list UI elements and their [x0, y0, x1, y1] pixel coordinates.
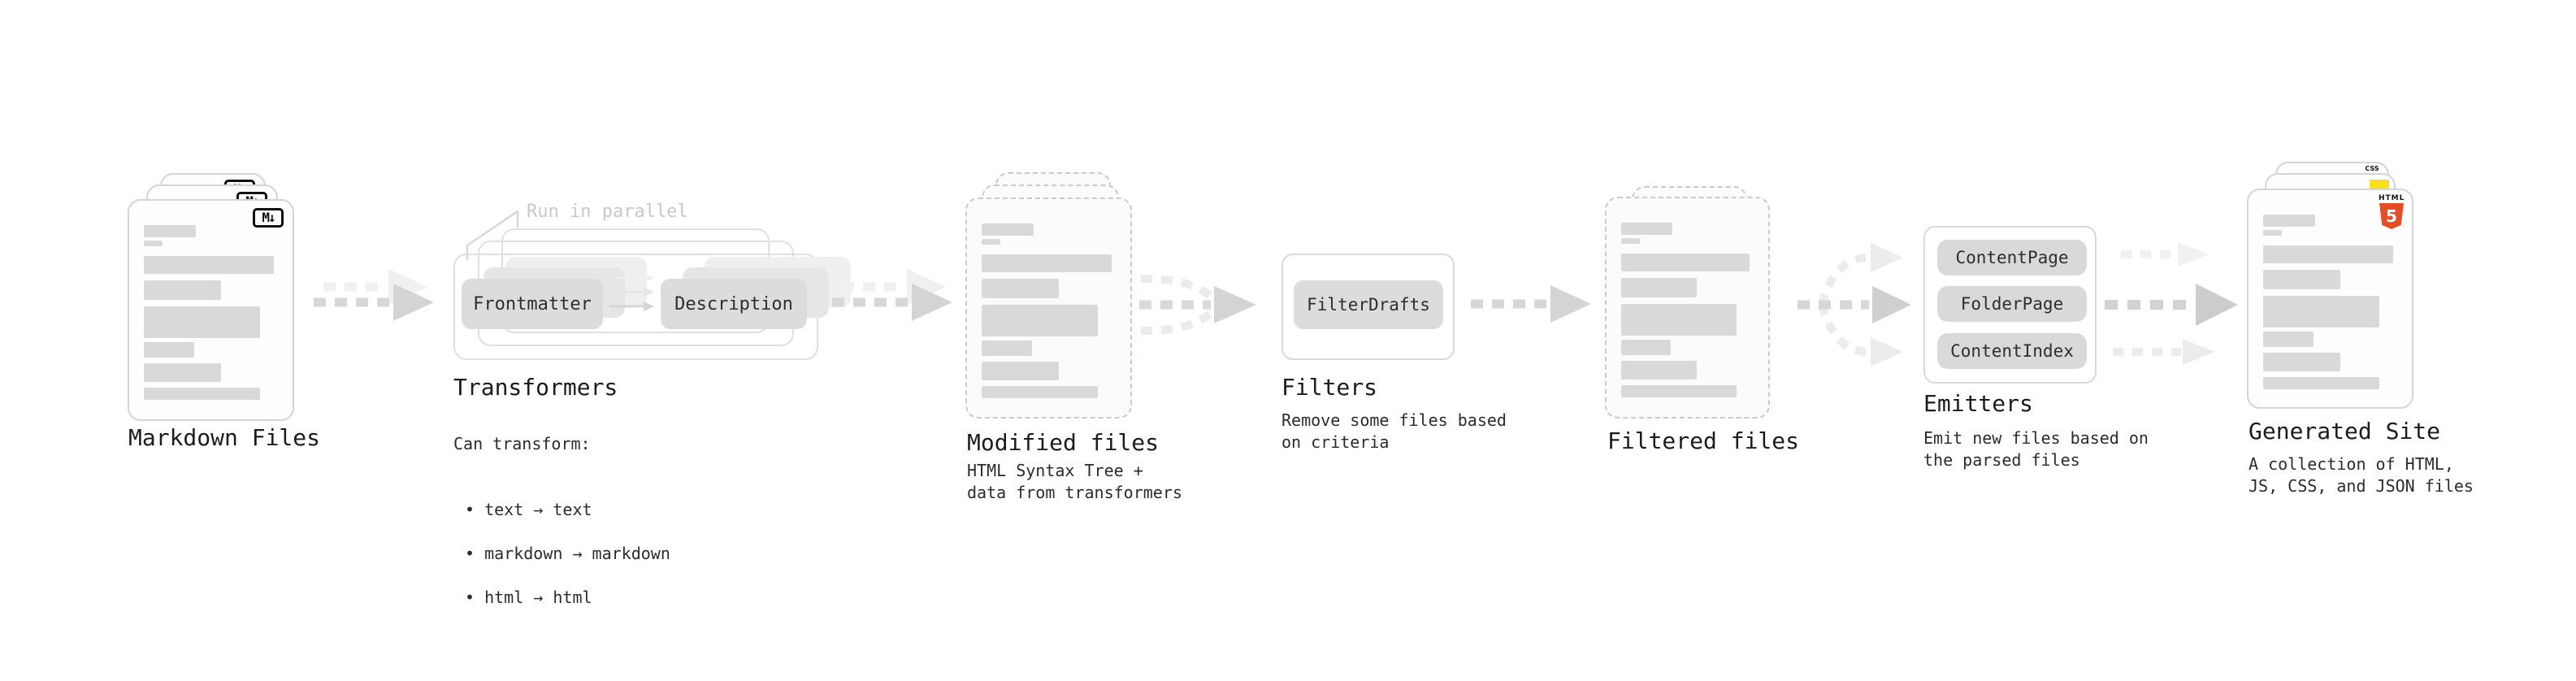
text-line-bar — [982, 386, 1099, 398]
generated-site-label: Generated Site — [2249, 418, 2441, 445]
text-line-bar — [1621, 223, 1672, 235]
folderpage-pill: FolderPage — [1937, 286, 2087, 322]
flow-arrow-transformers-to-modified — [832, 269, 952, 321]
markdown-icon: M↓ — [253, 208, 284, 228]
filterdrafts-pill: FilterDrafts — [1294, 280, 1443, 329]
document-text-placeholder — [1621, 223, 1752, 397]
text-line-bar — [2263, 353, 2340, 371]
transformers-bullet-list: • text → text • markdown → markdown • ht… — [453, 477, 670, 631]
text-line-bar — [2263, 270, 2340, 289]
flow-arrow-split-to-emitters — [1798, 243, 1911, 367]
text-line-bar — [982, 254, 1112, 272]
emitters-container: ContentPage FolderPage ContentIndex — [1923, 226, 2097, 384]
flow-arrow-markdown-to-transformers — [314, 269, 434, 321]
text-line-bar — [1621, 361, 1698, 380]
text-line-bar — [144, 256, 274, 274]
flow-arrow-merge-to-filters — [1139, 275, 1256, 335]
text-line-bar — [144, 342, 194, 358]
bullet-item: • markdown → markdown — [465, 544, 670, 563]
text-line-bar — [1621, 238, 1640, 244]
site-file-card-html: HTML 5 — [2247, 189, 2413, 409]
text-line-bar — [2263, 296, 2380, 327]
text-line-bar — [2263, 245, 2393, 263]
html5-badge-shield: 5 — [2379, 203, 2404, 229]
flow-arrow-filters-to-filtered — [1471, 285, 1591, 323]
text-line-bar — [2263, 215, 2315, 227]
text-line-bar — [1621, 304, 1737, 336]
annotation-leader-line — [466, 210, 519, 260]
text-line-bar — [1621, 340, 1672, 355]
flow-arrows-emitters-to-site — [2105, 242, 2238, 365]
run-in-parallel-annotation: Run in parallel — [527, 202, 688, 222]
filtered-file-card-front — [1605, 197, 1770, 419]
modified-files-label: Modified files — [967, 429, 1160, 456]
document-text-placeholder — [982, 223, 1114, 398]
document-text-placeholder — [144, 225, 276, 400]
html5-badge-word: HTML — [2379, 194, 2405, 202]
markdown-file-card-front: M↓ — [128, 199, 294, 421]
text-line-bar — [144, 280, 221, 300]
text-line-bar — [982, 362, 1059, 380]
markdown-files-label: Markdown Files — [128, 424, 321, 451]
transformers-label: Transformers — [453, 374, 618, 401]
text-line-bar — [144, 225, 196, 237]
html5-badge: HTML 5 — [2379, 194, 2405, 229]
text-line-bar — [144, 363, 221, 382]
modified-files-description: HTML Syntax Tree + data from transformer… — [967, 461, 1182, 502]
contentpage-pill: ContentPage — [1937, 240, 2087, 275]
document-text-placeholder — [2263, 215, 2396, 389]
emitters-description: Emit new files based on the parsed files — [1923, 428, 2149, 470]
text-line-bar — [1621, 278, 1698, 297]
description-pill: Description — [661, 279, 807, 329]
text-line-bar — [1621, 254, 1750, 271]
filtered-files-label: Filtered files — [1607, 427, 1800, 454]
text-line-bar — [144, 241, 163, 246]
text-line-bar — [982, 239, 1000, 245]
text-line-bar — [2263, 332, 2314, 347]
text-line-bar — [982, 279, 1059, 298]
text-line-bar — [144, 306, 261, 338]
contentindex-pill: ContentIndex — [1937, 333, 2087, 369]
filters-description: Remove some files based on criteria — [1281, 410, 1507, 452]
text-line-bar — [2263, 377, 2380, 389]
css-badge-label: CSS — [2365, 165, 2379, 172]
text-line-bar — [982, 223, 1034, 236]
generated-site-description: A collection of HTML, JS, CSS, and JSON … — [2249, 454, 2474, 496]
text-line-bar — [982, 340, 1032, 356]
transformers-sub-title: Can transform: — [453, 434, 591, 453]
text-line-bar — [144, 388, 261, 400]
text-line-bar — [1621, 385, 1737, 397]
frontmatter-pill: Frontmatter — [462, 279, 603, 329]
bullet-item: • html → html — [465, 588, 592, 607]
bullet-item: • text → text — [465, 500, 592, 519]
modified-file-card-front — [965, 197, 1132, 419]
filters-label: Filters — [1281, 374, 1378, 401]
text-line-bar — [982, 305, 1099, 336]
emitters-label: Emitters — [1923, 390, 2033, 417]
transform-mini-arrows — [609, 273, 654, 311]
transformers-description: Can transform: • text → text • markdown … — [453, 411, 670, 653]
text-line-bar — [2263, 230, 2282, 236]
